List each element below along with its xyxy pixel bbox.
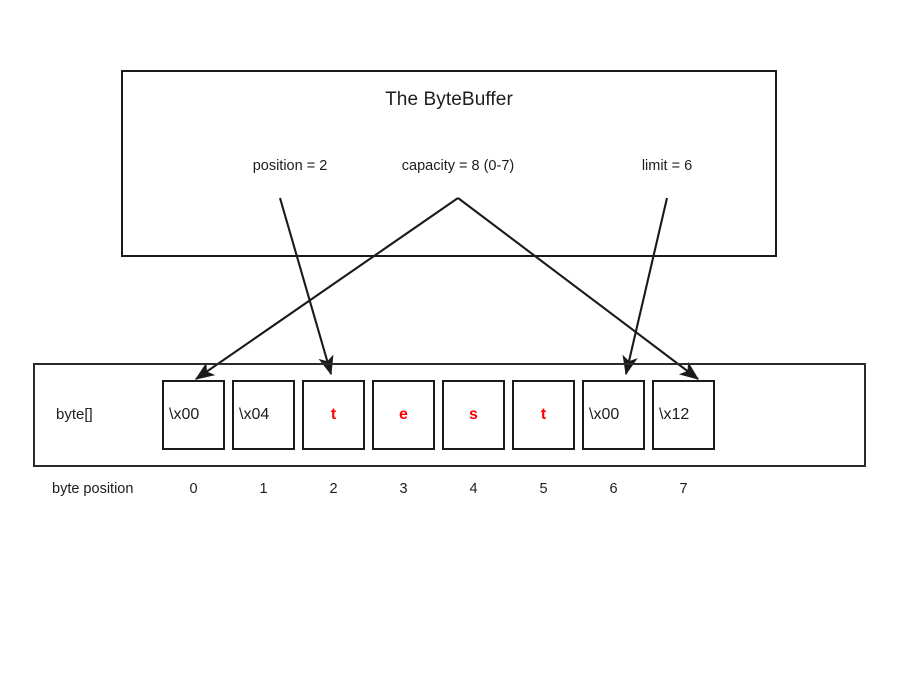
byte-cell[interactable]: \x00 bbox=[582, 380, 645, 450]
byte-cell[interactable]: e bbox=[372, 380, 435, 450]
byte-cell[interactable]: \x12 bbox=[652, 380, 715, 450]
byte-cell[interactable]: s bbox=[442, 380, 505, 450]
byte-position-index: 3 bbox=[399, 481, 408, 497]
byte-cell[interactable]: \x04 bbox=[232, 380, 295, 450]
limit-label: limit = 6 bbox=[641, 158, 693, 174]
byte-position-numbers: 0 1 2 3 4 5 6 7 bbox=[162, 481, 715, 497]
byte-position-index: 6 bbox=[609, 481, 618, 497]
byte-array-label: byte[] bbox=[56, 406, 93, 423]
position-label: position = 2 bbox=[252, 158, 328, 174]
byte-position-label: byte position bbox=[52, 481, 134, 497]
byte-cell-list: \x00 \x04 t e s t \x00 \x12 bbox=[162, 380, 715, 450]
byte-cell[interactable]: t bbox=[512, 380, 575, 450]
byte-position-index: 4 bbox=[469, 481, 478, 497]
capacity-label: capacity = 8 (0-7) bbox=[401, 158, 515, 174]
bytebuffer-title: The ByteBuffer bbox=[385, 89, 513, 110]
byte-position-index: 0 bbox=[189, 481, 198, 497]
byte-array-container bbox=[33, 363, 866, 467]
byte-position-row: byte position 0 1 2 3 4 5 6 7 bbox=[33, 481, 866, 503]
byte-cell[interactable]: \x00 bbox=[162, 380, 225, 450]
byte-position-index: 5 bbox=[539, 481, 548, 497]
byte-position-index: 1 bbox=[259, 481, 268, 497]
byte-position-index: 2 bbox=[329, 481, 338, 497]
byte-position-index: 7 bbox=[679, 481, 688, 497]
byte-cell[interactable]: t bbox=[302, 380, 365, 450]
